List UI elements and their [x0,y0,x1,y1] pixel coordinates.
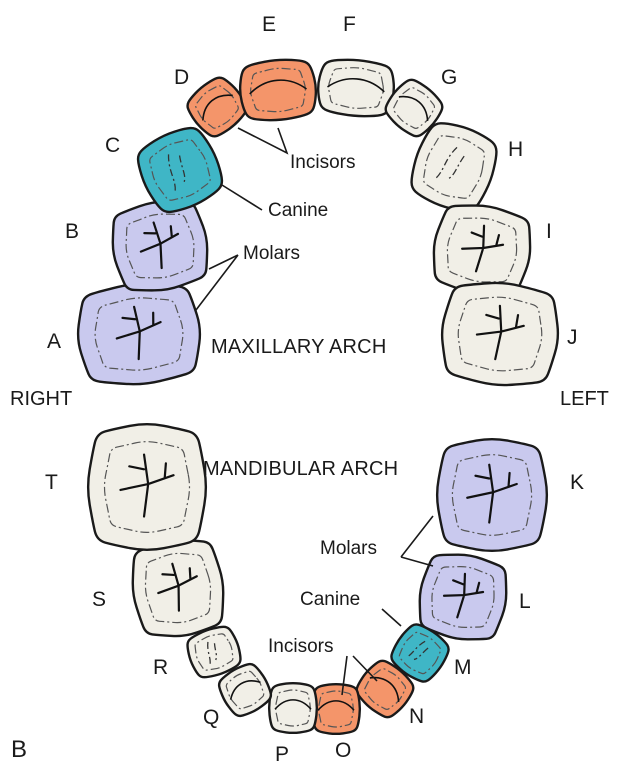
tooth-t [88,424,206,550]
tooth-p [269,683,317,733]
tooth-label-i: I [546,221,552,242]
tooth-label-a: A [47,331,61,352]
tooth-label-q: Q [203,707,219,728]
tooth-label-e: E [262,14,276,35]
leader-upper-canine [222,185,262,210]
tooth-label-l: L [519,591,531,612]
tooth-j [438,278,562,389]
callout-lower-incisors: Incisors [268,637,333,656]
callout-upper-canine: Canine [268,201,328,220]
maxillary-arch-label: MAXILLARY ARCH [211,337,386,357]
tooth-label-h: H [508,139,523,160]
tooth-f-crown [316,57,396,119]
tooth-k [437,439,547,551]
callout-upper-incisors: Incisors [290,153,355,172]
tooth-label-p: P [275,744,289,765]
tooth-e [238,57,319,123]
tooth-o [312,684,360,734]
tooth-label-b: B [65,221,79,242]
tooth-label-f: F [343,14,356,35]
tooth-label-k: K [570,472,584,493]
tooth-label-s: S [92,589,106,610]
tooth-label-d: D [174,67,189,88]
tooth-label-m: M [454,657,472,678]
tooth-label-j: J [567,327,578,348]
panel-letter: B [11,738,27,762]
callout-lower-molars: Molars [320,539,377,558]
tooth-label-n: N [409,706,424,727]
mandibular-arch-label: MANDIBULAR ARCH [203,459,398,479]
tooth-e-crown [238,57,319,123]
leader-upper-incisors [238,128,287,153]
tooth-b [106,195,214,298]
tooth-label-r: R [153,657,168,678]
leader-lower-molars [401,516,433,566]
right-side-label: RIGHT [10,389,72,409]
leader-lower-canine [382,609,401,626]
tooth-label-g: G [441,67,457,88]
tooth-a [74,279,204,389]
tooth-f [316,57,396,119]
tooth-label-o: O [335,740,351,761]
tooth-label-t: T [45,472,58,493]
callout-lower-canine: Canine [300,590,360,609]
tooth-label-c: C [105,135,120,156]
callout-upper-molars: Molars [243,244,300,263]
left-side-label: LEFT [560,389,609,409]
